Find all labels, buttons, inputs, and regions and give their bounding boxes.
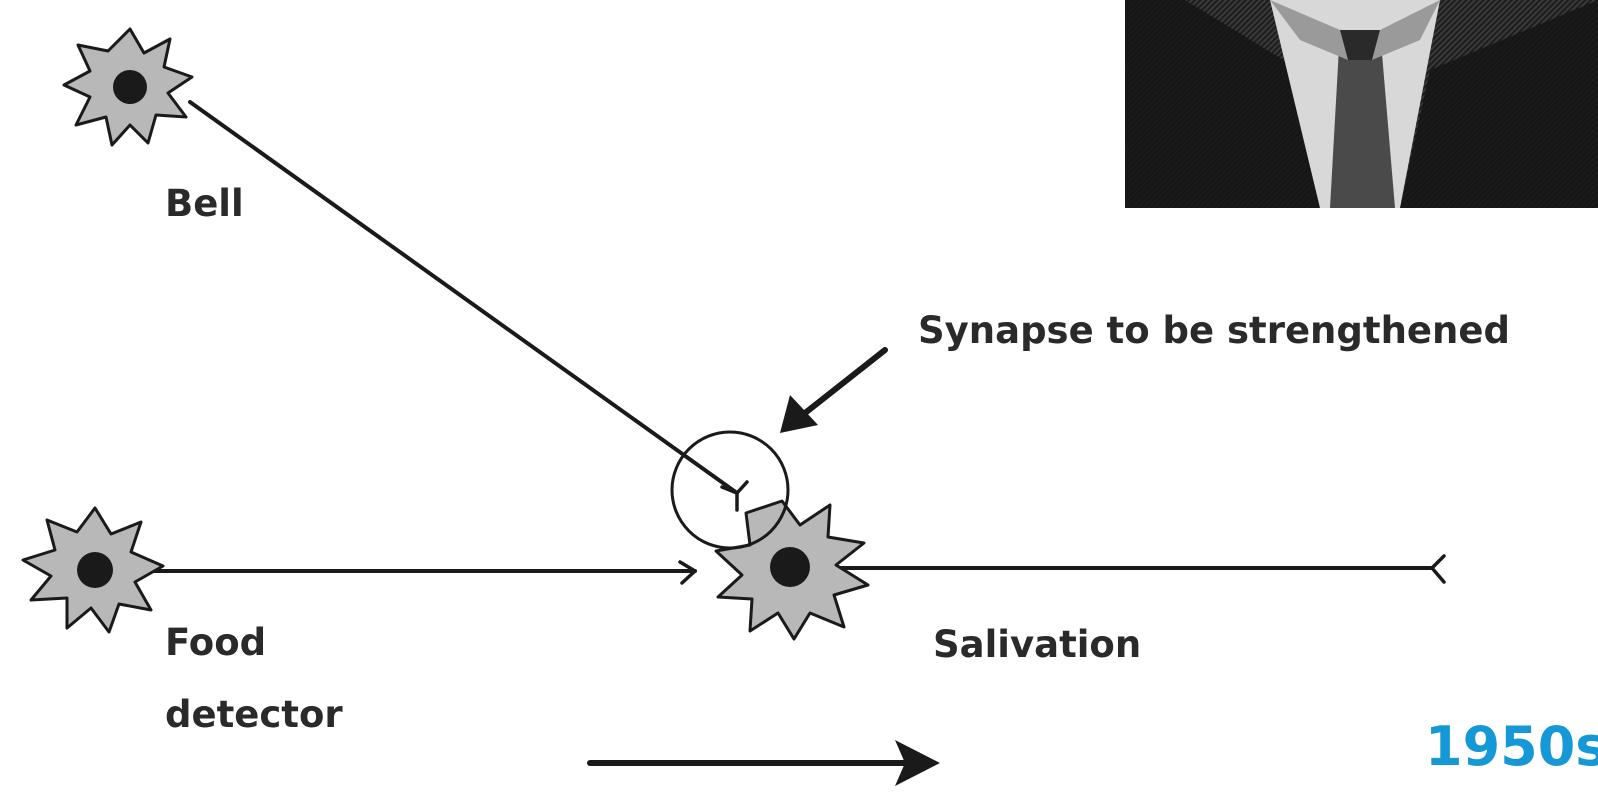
neuron-icon <box>716 501 868 639</box>
bell-axon <box>190 102 737 493</box>
salivation-terminal <box>1432 556 1444 582</box>
portrait-photo <box>1125 0 1598 208</box>
synapse-pointer-arrow <box>780 350 885 433</box>
detector-label: detector <box>165 693 343 736</box>
bell-label: Bell <box>165 182 244 225</box>
food-label: Food <box>165 621 266 664</box>
year-label: 1950s <box>1425 715 1598 778</box>
direction-arrow <box>590 740 940 786</box>
neuron-icon <box>23 508 163 632</box>
neuron-icon <box>64 29 192 145</box>
salivation-label: Salivation <box>933 623 1141 666</box>
synapse-label: Synapse to be strengthened <box>918 309 1510 352</box>
